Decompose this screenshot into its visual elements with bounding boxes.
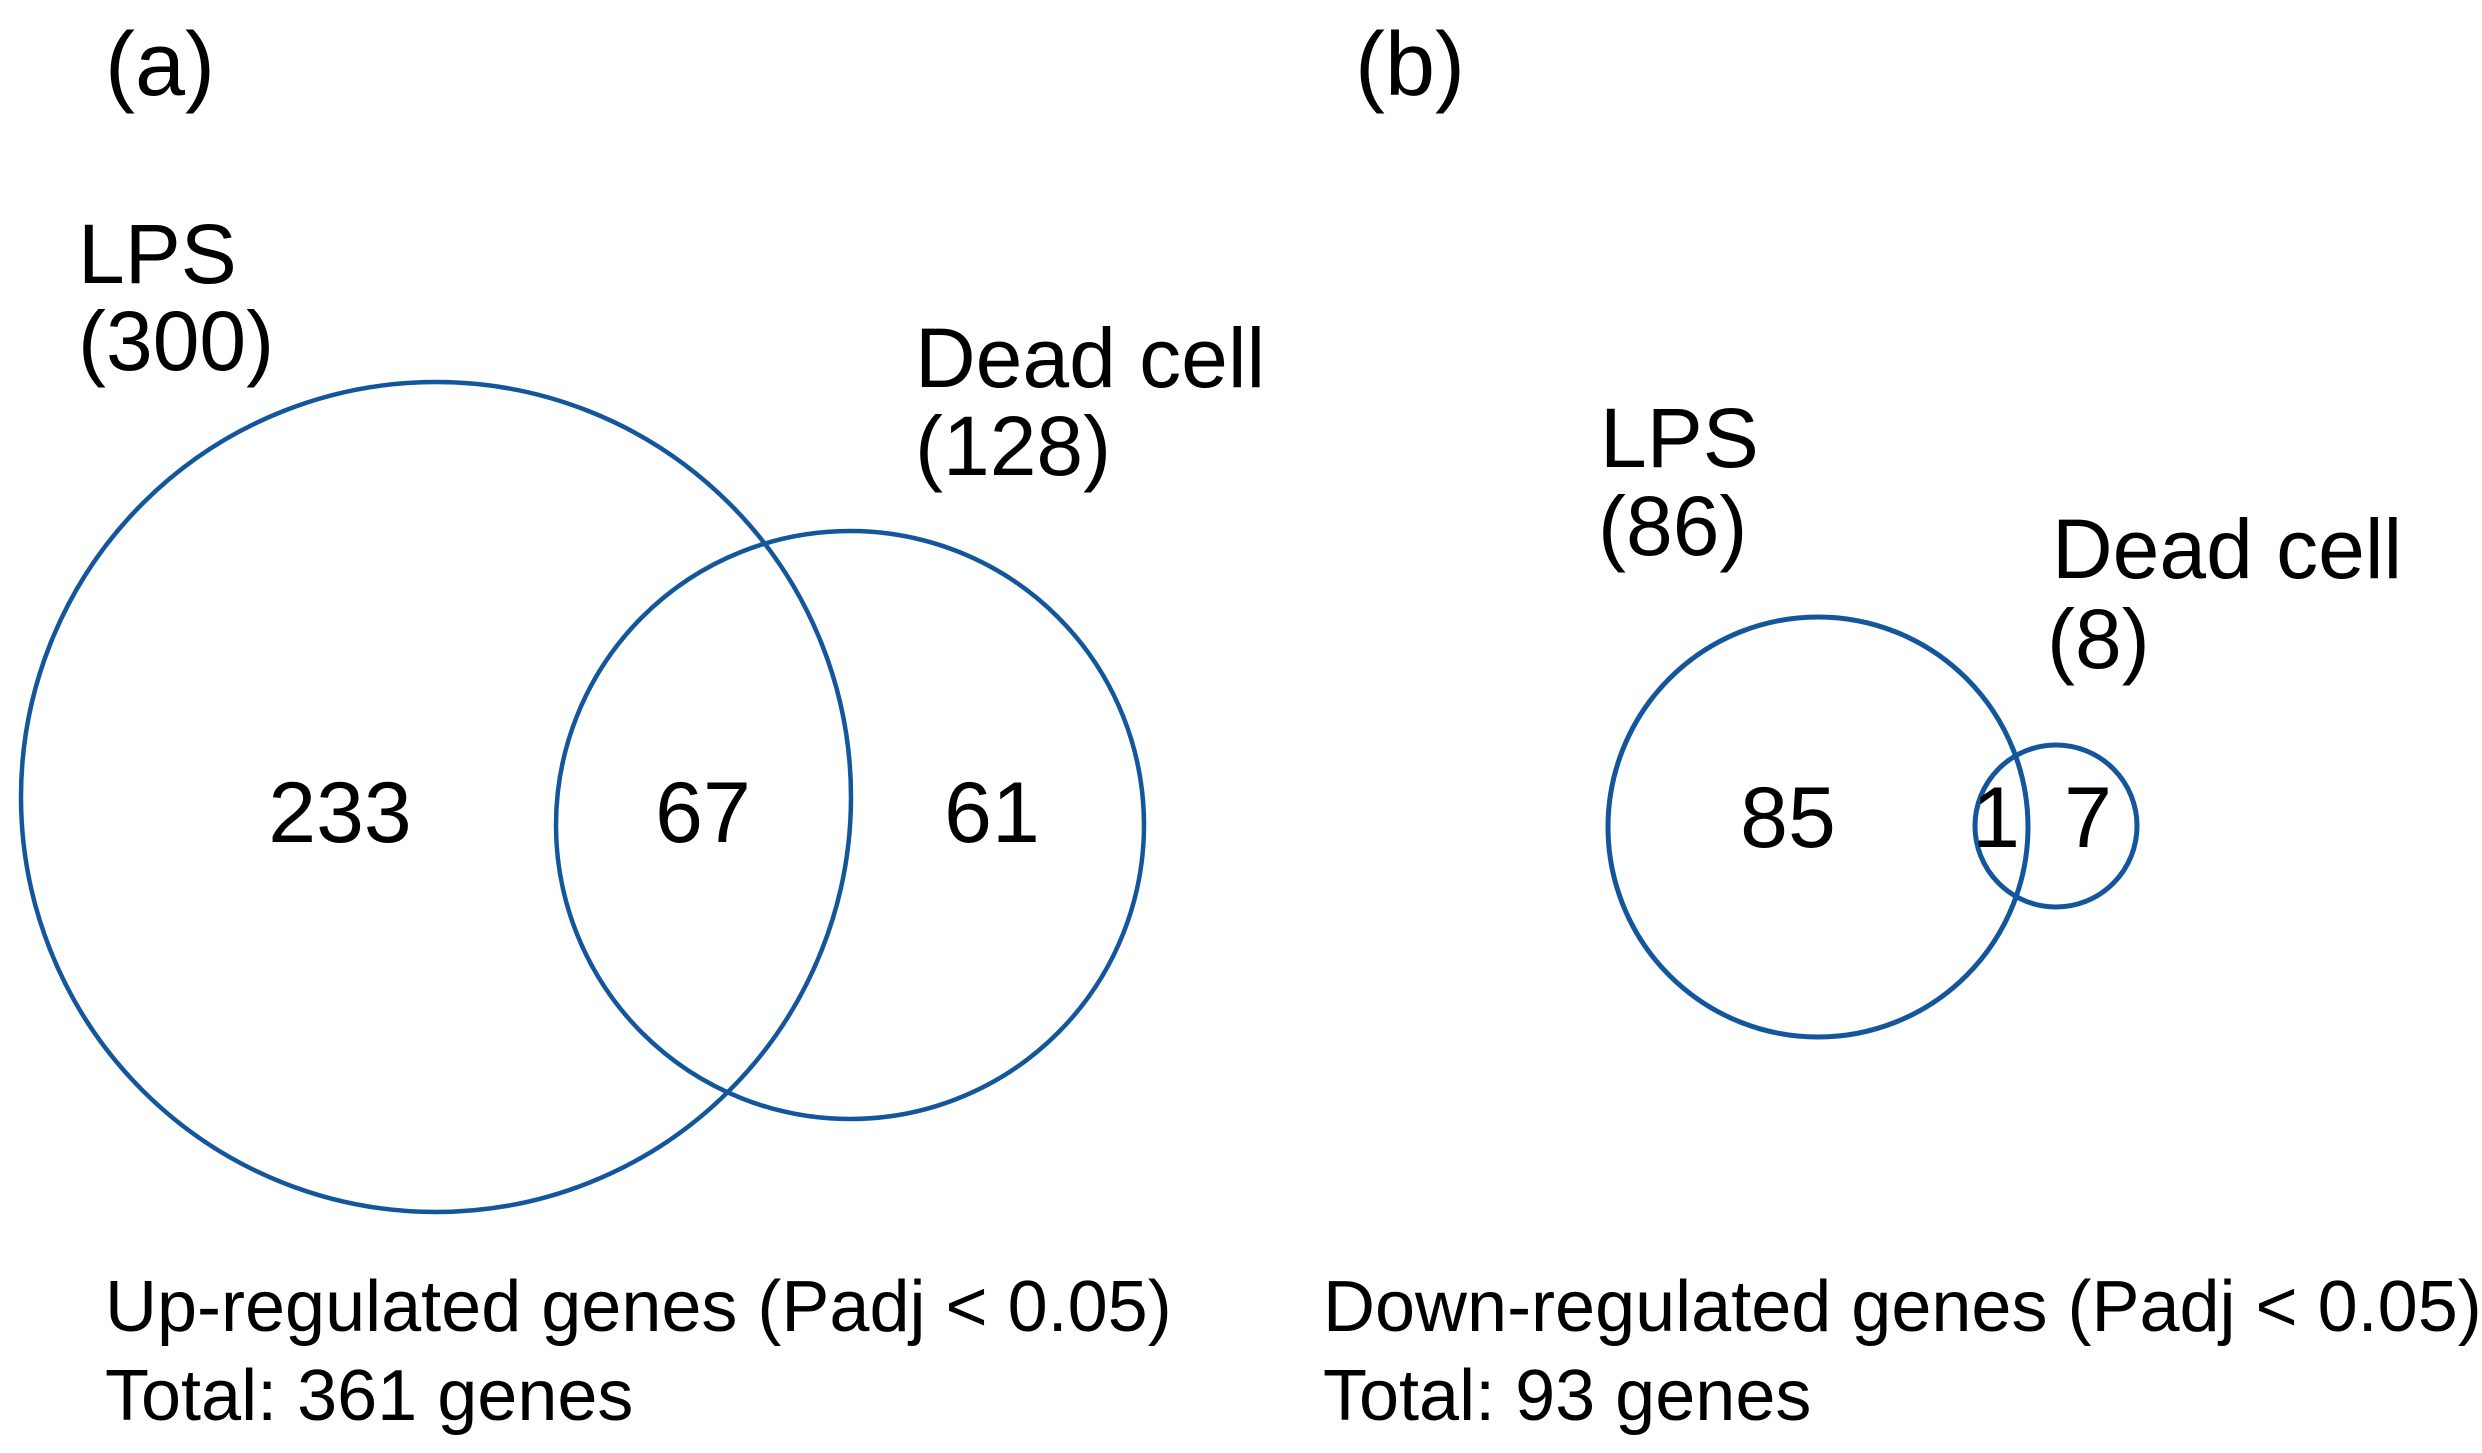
region-count-intersection-b: 1 [1972, 770, 2020, 866]
set-count-lps-a: (300) [78, 294, 275, 388]
panel-letter-b: (b) [1355, 15, 1465, 115]
set-count-deadcell-b: (8) [2047, 592, 2150, 686]
lps-circle-a [18, 379, 854, 1215]
set-label-lps-a: LPS [78, 207, 237, 301]
caption-line2-a: Total: 361 genes [105, 1356, 634, 1436]
set-count-deadcell-a: (128) [915, 399, 1112, 493]
region-count-lps-only-b: 85 [1740, 770, 1836, 866]
set-count-lps-b: (86) [1598, 479, 1748, 573]
caption-line1-b: Down-regulated genes (Padj < 0.05) [1323, 1267, 2482, 1347]
caption-line1-a: Up-regulated genes (Padj < 0.05) [105, 1267, 1172, 1347]
caption-line2-b: Total: 93 genes [1323, 1356, 1812, 1436]
set-label-lps-b: LPS [1600, 391, 1759, 485]
region-count-deadcell-only-a: 61 [944, 765, 1040, 861]
set-label-deadcell-a: Dead cell [915, 311, 1266, 405]
deadcell-circle-a [553, 528, 1147, 1122]
region-count-intersection-a: 67 [655, 765, 751, 861]
lps-circle-b [1605, 614, 2031, 1040]
region-count-deadcell-only-b: 7 [2064, 770, 2112, 866]
panel-letter-a: (a) [105, 15, 215, 115]
set-label-deadcell-b: Dead cell [2052, 502, 2403, 596]
region-count-lps-only-a: 233 [268, 765, 412, 861]
deadcell-circle-b [1972, 742, 2140, 910]
